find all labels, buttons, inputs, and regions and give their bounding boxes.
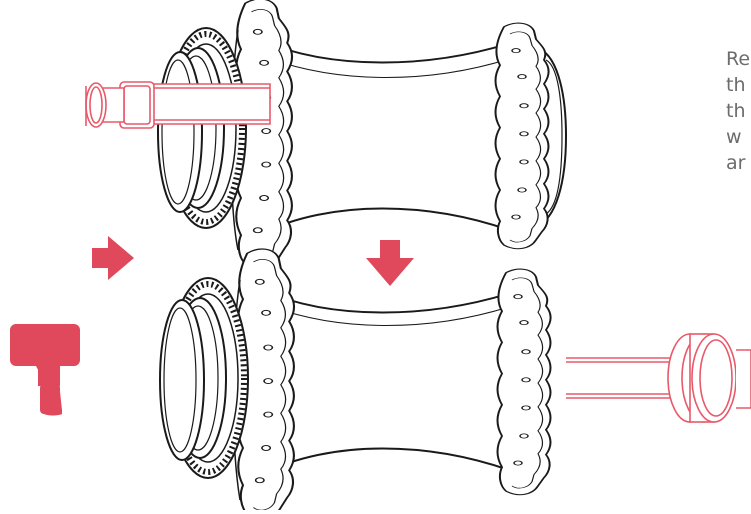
arrow-right-icon [92, 236, 134, 280]
instruction-line: Re [726, 48, 751, 70]
bearing-press-tool-top [85, 81, 271, 129]
instruction-line: th [726, 74, 746, 96]
hub-bottom [159, 247, 552, 514]
bearing-press-tool-bottom [566, 333, 751, 423]
instruction-line: ar [726, 152, 746, 174]
mallet-icon [10, 324, 80, 416]
hub-top [157, 0, 568, 270]
arrow-down-icon [366, 240, 414, 286]
instruction-line: th [726, 100, 746, 122]
instruction-line: w [726, 126, 742, 148]
instruction-text: Re th th w ar [726, 46, 751, 176]
